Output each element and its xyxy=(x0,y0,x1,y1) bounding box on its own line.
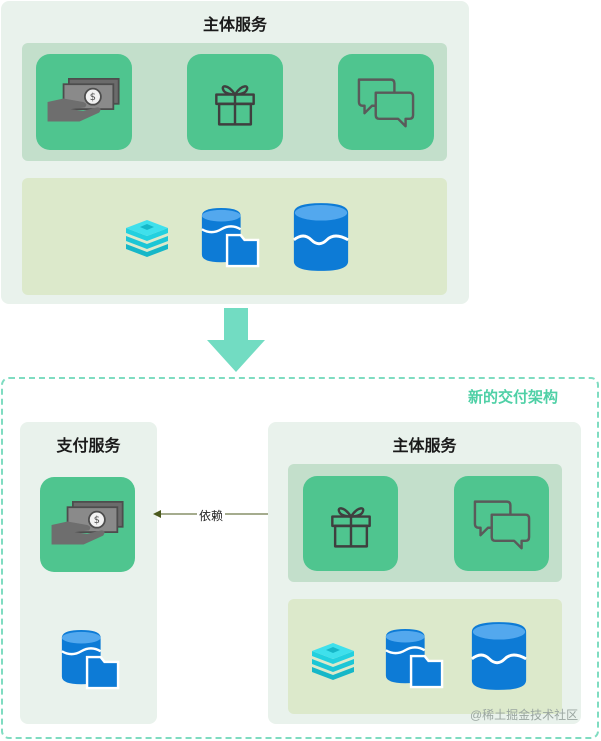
new-main-service-title: 主体服务 xyxy=(392,438,457,455)
payment-tile xyxy=(40,477,135,572)
new-gift-tile xyxy=(303,476,398,571)
dependency-label: 依赖 xyxy=(197,507,226,524)
payment-icon xyxy=(44,75,124,129)
database-icon xyxy=(290,200,352,274)
database-files-icon xyxy=(198,206,260,268)
gift-icon xyxy=(323,496,379,552)
old-main-service-title: 主体服务 xyxy=(202,17,267,34)
old-payment-tile xyxy=(36,54,132,150)
redis-icon xyxy=(122,215,172,257)
arrow-down-icon xyxy=(207,308,265,372)
database-files-icon xyxy=(58,628,120,690)
new-chat-tile xyxy=(454,476,549,571)
payment-icon xyxy=(48,498,128,552)
payment-service-panel: 支付服务 xyxy=(20,422,157,724)
old-main-service-panel: 主体服务 xyxy=(1,1,469,304)
old-gift-tile xyxy=(187,54,283,150)
chat-icon xyxy=(469,496,535,552)
gift-icon xyxy=(207,74,263,130)
new-architecture-box xyxy=(1,377,599,739)
new-architecture-label: 新的交付架构 xyxy=(468,389,559,406)
old-chat-tile xyxy=(338,54,434,150)
old-storage-row xyxy=(22,178,447,295)
database-icon xyxy=(468,619,530,693)
payment-service-title: 支付服务 xyxy=(56,438,121,455)
redis-icon xyxy=(308,638,358,680)
old-services-row xyxy=(22,43,447,161)
chat-icon xyxy=(353,74,419,130)
new-main-service-panel: 主体服务 xyxy=(268,422,581,724)
watermark: @稀土掘金技术社区 xyxy=(470,708,579,722)
new-services-row xyxy=(288,464,562,582)
new-storage-row xyxy=(288,599,562,714)
database-files-icon xyxy=(382,627,444,689)
